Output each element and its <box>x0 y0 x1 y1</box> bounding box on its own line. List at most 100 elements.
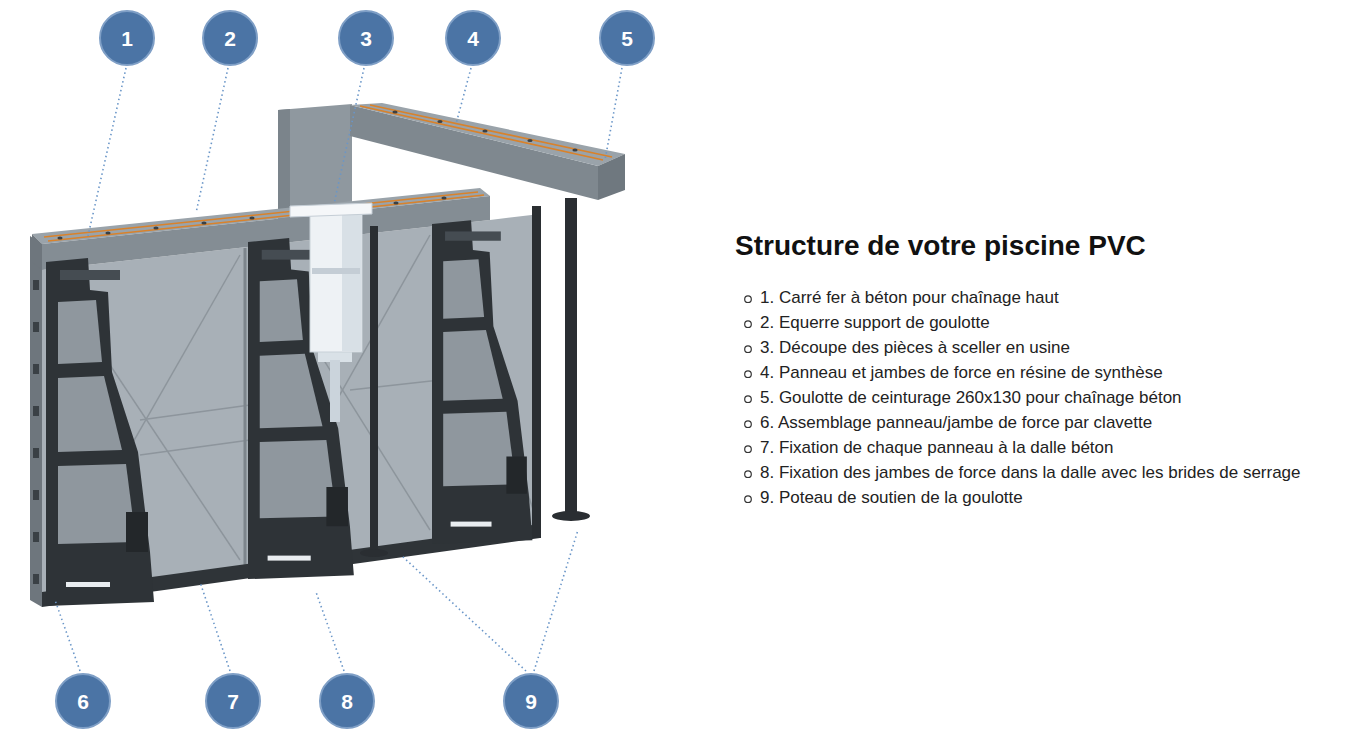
leader-line <box>316 592 344 671</box>
buttress-opening <box>58 464 136 544</box>
leader-line <box>456 68 471 124</box>
panel-bolt <box>33 322 39 332</box>
rebar-bar <box>48 195 484 241</box>
list-item: 8. Fixation des jambes de force dans la … <box>760 463 1301 483</box>
list-bullet <box>745 421 752 428</box>
anchor-hole <box>527 139 532 142</box>
list-bullet <box>745 296 752 303</box>
anchor-hole <box>482 129 487 132</box>
rebar-bar <box>44 192 478 237</box>
list-bullet <box>745 446 752 453</box>
buttress-opening <box>260 440 336 518</box>
skimmer-pipe <box>330 360 340 422</box>
skimmer-ring <box>312 268 360 274</box>
buttress-opening <box>260 279 303 342</box>
callout-number: 4 <box>445 10 501 66</box>
anchor-hole <box>249 216 254 219</box>
buttress-opening <box>58 300 102 364</box>
buttress-opening <box>443 412 516 486</box>
page-title: Structure de votre piscine PVC <box>735 229 1146 263</box>
panel-bolt <box>33 364 39 374</box>
list-bullet <box>745 321 752 328</box>
buttress <box>432 220 532 544</box>
support-post <box>532 206 541 538</box>
anchor-hole <box>392 110 397 113</box>
list-item: 6. Assemblage panneau/jambe de force par… <box>760 413 1152 433</box>
leader-lines <box>55 68 622 671</box>
gutter-bracket <box>60 270 120 280</box>
anchor-hole <box>57 236 62 239</box>
list-item: 7. Fixation de chaque panneau à la dalle… <box>760 438 1114 458</box>
list-bullet <box>745 396 752 403</box>
anchor-hole <box>153 226 158 229</box>
leader-line <box>334 68 364 204</box>
panel-bolt <box>33 406 39 416</box>
panel-bolt <box>33 532 39 542</box>
callout-number: 2 <box>202 10 258 66</box>
callout-number: 9 <box>503 673 559 729</box>
skimmer-flange <box>290 203 372 217</box>
post-base <box>360 549 388 557</box>
callout-label: 1 <box>121 28 133 49</box>
anchor-hole <box>437 120 442 123</box>
brace <box>140 405 250 420</box>
rebar-bar <box>370 105 612 157</box>
callout-number: 1 <box>99 10 155 66</box>
support-post <box>565 198 577 514</box>
list-bullet <box>745 371 752 378</box>
wall-end <box>30 236 42 607</box>
brace <box>140 440 250 455</box>
callout-number: 5 <box>599 10 655 66</box>
gutter-bracket <box>445 231 501 240</box>
anchor-hole <box>441 196 446 199</box>
list-bullets <box>745 296 752 503</box>
rebar-bar <box>360 106 603 160</box>
list-item: 2. Equerre support de goulotte <box>760 313 990 333</box>
top-holes <box>33 110 578 584</box>
leader-line <box>402 556 526 671</box>
list-item: 9. Poteau de soutien de la goulotte <box>760 488 1023 508</box>
panel-bolt <box>33 280 39 290</box>
leader-line <box>200 582 230 671</box>
clamp-block <box>126 512 148 552</box>
beam-front <box>42 196 490 270</box>
buttress-opening <box>260 354 323 428</box>
goulotte-end <box>598 154 625 200</box>
leader-line <box>534 530 578 671</box>
post-base <box>552 511 590 521</box>
leader-line <box>55 600 80 671</box>
callout-number: 8 <box>319 673 375 729</box>
list-item: 1. Carré fer à béton pour chaînage haut <box>760 288 1059 308</box>
callout-label: 7 <box>227 691 239 712</box>
panel-bolt <box>33 574 39 584</box>
leader-line <box>88 68 126 236</box>
goulotte-top <box>350 103 625 166</box>
list-bullet <box>745 496 752 503</box>
list-item: 5. Goulotte de ceinturage 260x130 pour c… <box>760 388 1182 408</box>
buttresses <box>46 220 532 606</box>
list-bullet <box>745 346 752 353</box>
buttress-frame <box>432 220 532 544</box>
buttress <box>46 258 154 606</box>
clamp-bolt <box>66 582 110 587</box>
panel-bolt <box>33 490 39 500</box>
list-bullet <box>745 471 752 478</box>
anchor-hole <box>572 148 577 151</box>
clamp-bolt <box>268 556 311 561</box>
anchor-hole <box>105 231 110 234</box>
callout-number: 7 <box>205 673 261 729</box>
skimmer-shade <box>342 215 361 351</box>
list-item: 3. Découpe des pièces à sceller en usine <box>760 338 1070 358</box>
callout-label: 6 <box>77 691 89 712</box>
leader-line <box>196 68 228 213</box>
panel-bolt <box>33 448 39 458</box>
callout-label: 8 <box>341 691 353 712</box>
clamp-bolt <box>451 522 492 527</box>
buttress-opening <box>443 259 484 319</box>
clamp-block <box>326 487 348 526</box>
support-post <box>370 226 378 552</box>
clamp-block <box>506 457 526 494</box>
anchor-hole <box>393 201 398 204</box>
buttress-opening <box>58 376 122 452</box>
